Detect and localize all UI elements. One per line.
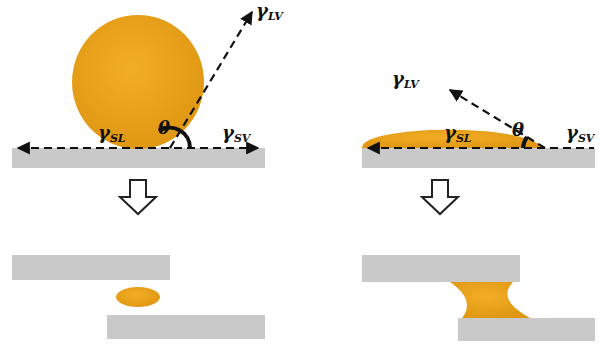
surface-tension-label: γLV — [392, 70, 419, 90]
surface-tension-label: γSV — [566, 124, 594, 144]
contact-angle-label: θ — [512, 121, 524, 139]
surface-tension-label: γLV — [256, 2, 283, 22]
surface-tension-label: γSV — [222, 124, 250, 144]
surface-tension-label: γSL — [98, 124, 126, 144]
contact-angle-label: θ — [158, 119, 170, 137]
surface-tension-label: γSL — [444, 124, 472, 144]
